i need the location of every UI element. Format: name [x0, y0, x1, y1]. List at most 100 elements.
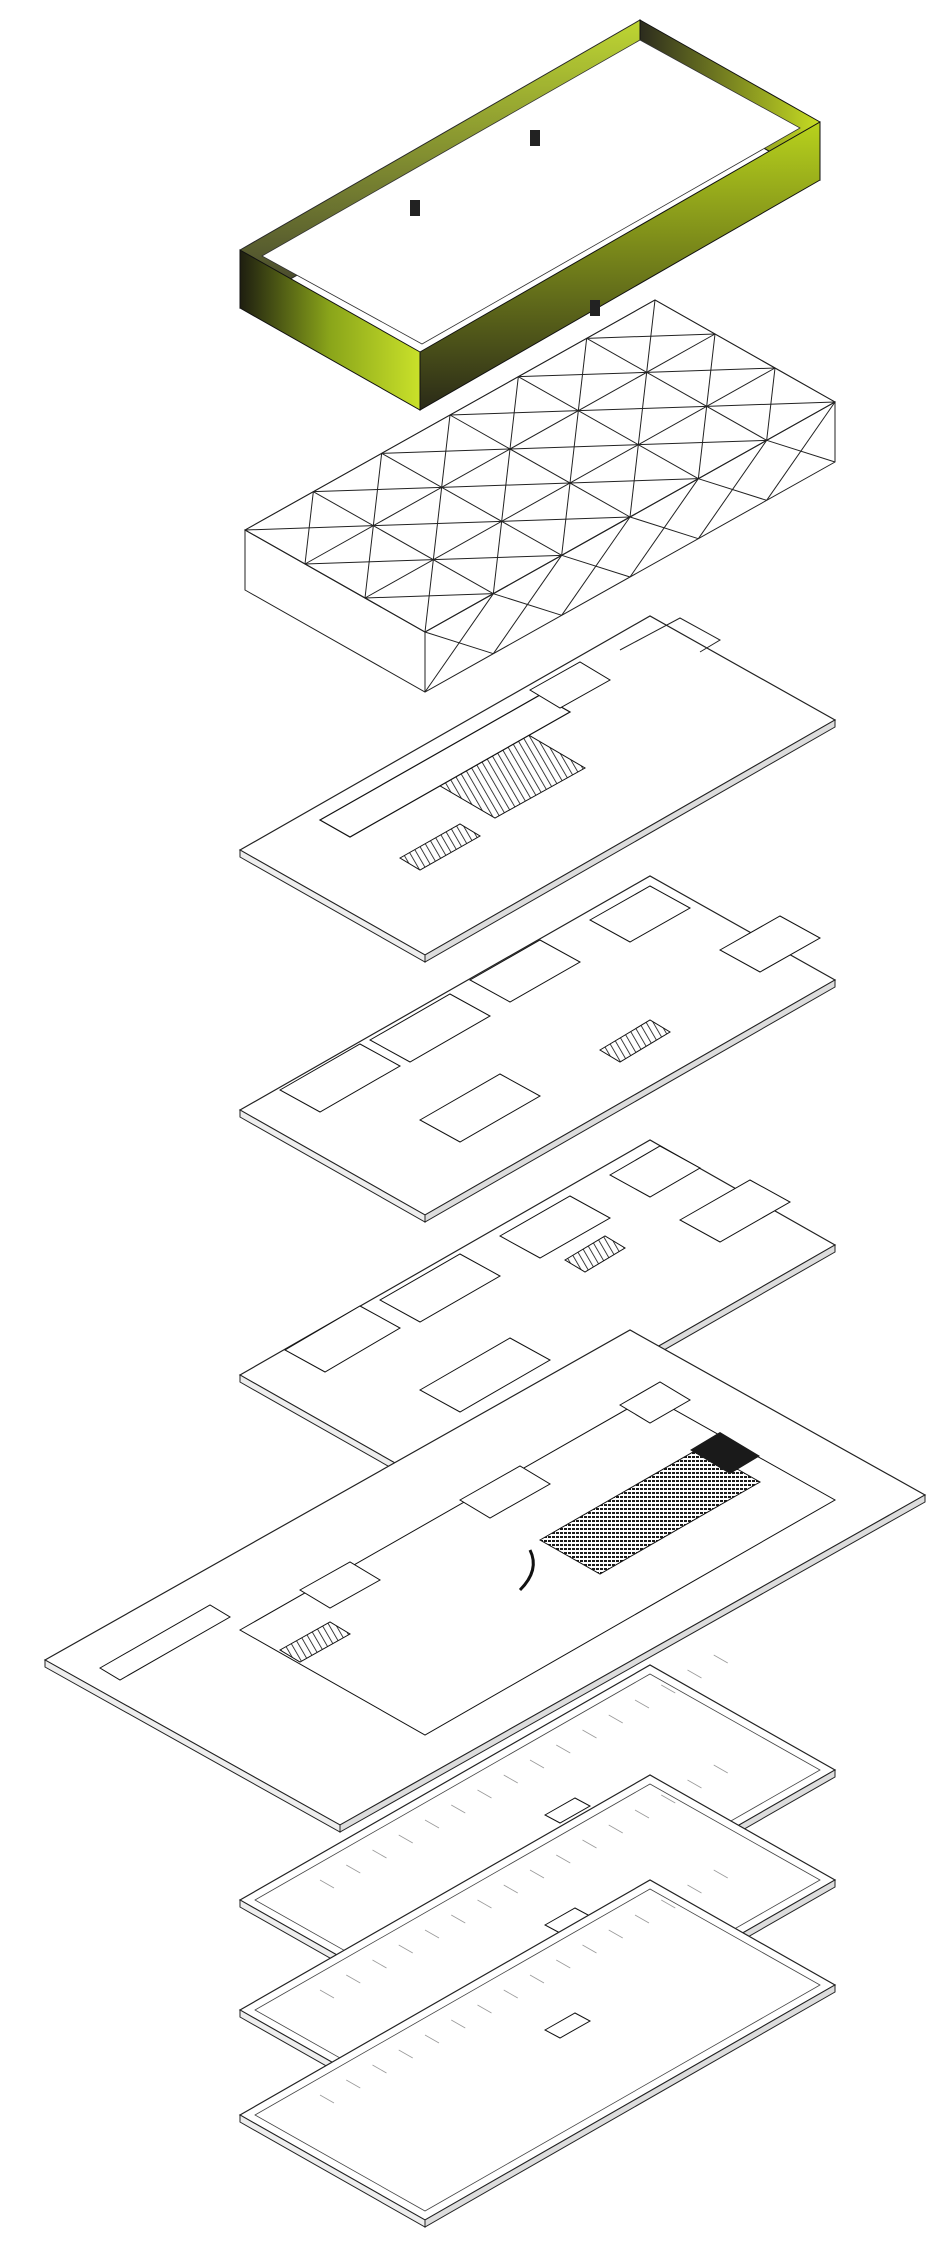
room-block	[283, 1305, 402, 1373]
parking-stall-line	[346, 2079, 361, 2089]
parking-stall-line	[424, 2034, 440, 2044]
truss-member	[518, 376, 699, 480]
room-block	[529, 661, 611, 709]
truss-member	[304, 491, 314, 565]
parking-stall-line	[582, 1729, 597, 1739]
truss-member	[244, 529, 426, 633]
truss-member	[441, 414, 451, 488]
truss-member	[654, 299, 836, 403]
truss-member	[637, 372, 648, 445]
parking-stall-line	[608, 1824, 623, 1834]
stair-core	[543, 2012, 592, 2039]
truss-member	[364, 525, 374, 599]
truss-member	[492, 521, 503, 594]
screen-open-top	[261, 39, 801, 345]
parking-level	[238, 1869, 837, 2228]
parking-stall-line	[477, 1789, 492, 1799]
truss-member	[629, 444, 639, 518]
truss-member	[424, 559, 434, 633]
parking-stall-line	[346, 1864, 361, 1874]
room-block	[418, 1337, 552, 1413]
room-block	[498, 1195, 612, 1259]
truss-bottom-outline	[244, 401, 836, 693]
parking-stall-line	[451, 2019, 466, 2029]
parking-stall-line	[661, 1684, 676, 1694]
truss-members	[244, 299, 836, 693]
room-block	[588, 885, 692, 943]
room-block	[468, 939, 582, 1003]
parking-stall-line	[477, 1899, 492, 1909]
truss-member	[706, 333, 716, 407]
truss-member	[577, 338, 588, 411]
parking-stall-line	[634, 1699, 650, 1709]
parking-stall-line	[319, 2094, 335, 2104]
room-block	[278, 1043, 402, 1113]
parking-stall-line	[398, 1834, 413, 1844]
parking-stall-line	[424, 1819, 440, 1829]
ramp	[99, 1604, 231, 1681]
truss-member	[586, 337, 767, 441]
parking-stall-line	[319, 1989, 335, 1999]
room-block	[608, 1145, 702, 1198]
parking-stall-line	[713, 1764, 728, 1774]
auditorium-seating	[538, 1447, 762, 1575]
parking-stall-line	[661, 1794, 676, 1804]
room-block	[718, 915, 822, 973]
auditorium-stage	[690, 1432, 760, 1474]
ground-floor-plan-layer	[43, 1329, 927, 1833]
screen-notch	[590, 300, 600, 316]
parking-stall-line	[634, 1809, 650, 1819]
truss-member	[432, 487, 443, 560]
truss-member	[313, 491, 494, 595]
green-facade-screen-layer	[239, 19, 821, 411]
parking-stall-line	[556, 1854, 571, 1864]
stair-core	[399, 823, 481, 871]
truss-member	[697, 406, 708, 479]
parking-stall-line	[582, 1944, 597, 1954]
room-block	[299, 1561, 381, 1609]
parking-stall-line	[556, 1744, 571, 1754]
parking-stall-line	[529, 1974, 545, 1984]
room-block	[378, 1253, 502, 1323]
truss-member	[697, 440, 768, 539]
screen-front-right-wall	[419, 121, 821, 411]
parking-stall-line	[372, 2064, 387, 2074]
room-block	[418, 1073, 542, 1143]
parking-stall-line	[372, 1849, 387, 1859]
parking-stall-line	[503, 1884, 518, 1894]
truss-member	[449, 414, 631, 518]
slab-edge	[424, 1984, 836, 2228]
parking-stall-line	[503, 1774, 518, 1784]
truss-member	[501, 448, 511, 522]
truss-member	[629, 478, 699, 578]
room-block	[678, 1179, 792, 1243]
truss-member	[509, 376, 519, 450]
core-block	[318, 694, 572, 838]
parking-stall-line	[398, 1944, 413, 1954]
truss-member	[372, 453, 383, 526]
truss-member	[381, 452, 562, 556]
room-block	[619, 1381, 691, 1424]
truss-member	[561, 482, 571, 556]
truss-member	[766, 401, 836, 501]
parking-stall-line	[687, 1779, 702, 1789]
truss-member	[424, 593, 494, 693]
parking-stall-line	[556, 1959, 571, 1969]
stair	[279, 1621, 351, 1663]
parking-stall-line	[398, 2049, 413, 2059]
parking-stall-line	[424, 1929, 440, 1939]
truss-member	[646, 299, 656, 373]
parking-stall-line	[372, 1959, 387, 1969]
roof-space-truss-layer	[243, 299, 837, 693]
stair-core	[543, 1797, 592, 1824]
parking-stall-line	[661, 1899, 676, 1909]
parking-stall-line	[634, 1914, 650, 1924]
parking-wall	[254, 1888, 821, 2212]
parking-stall-line	[529, 1759, 545, 1769]
truss-member	[492, 555, 563, 654]
parking-stall-line	[687, 1669, 702, 1679]
parking-stall-line	[608, 1929, 623, 1939]
third-floor-plan-layer	[238, 875, 837, 1223]
parking-levels	[238, 1654, 837, 2228]
